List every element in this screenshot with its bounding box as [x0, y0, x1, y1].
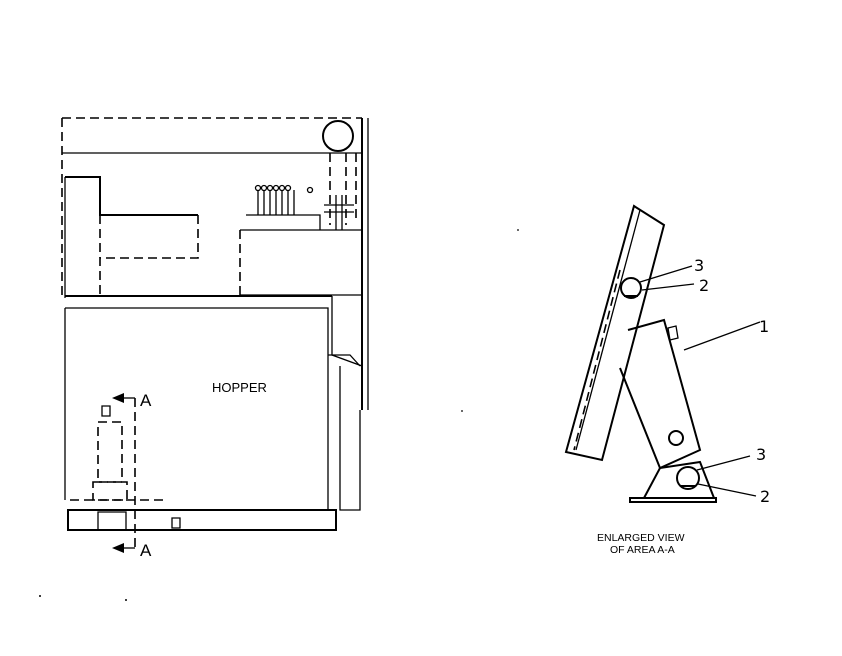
callout-leaders	[639, 265, 761, 497]
section-label-bottom: A	[140, 541, 152, 560]
machine-frame-outline	[61, 117, 369, 410]
hopper-label: HOPPER	[212, 380, 267, 395]
section-line-a-a: A A	[70, 391, 165, 560]
caption-line-2: OF AREA A-A	[610, 544, 675, 556]
upper-left-bracket	[64, 176, 199, 298]
caption-line-1: ENLARGED VIEW	[597, 532, 685, 544]
callout-2-lower: 2	[760, 487, 770, 506]
hopper-body	[64, 295, 363, 531]
enlarged-view: 3 2 1 3 2 ENLARGED VIEW OF AREA A-A	[564, 204, 770, 556]
pin-row	[254, 184, 314, 215]
pulley-circle	[322, 120, 357, 225]
bracket-hole	[668, 430, 684, 446]
callout-2-upper: 2	[699, 276, 709, 295]
section-arrow-bottom	[112, 543, 124, 553]
main-view: HOPPER A A	[39, 117, 519, 601]
support-bracket	[619, 318, 702, 470]
control-box	[239, 184, 362, 296]
base-plate	[629, 460, 717, 503]
hinged-frame-bar	[564, 204, 666, 462]
section-arrow-top	[112, 393, 124, 403]
callout-3-upper: 3	[694, 256, 704, 275]
valve-fitting	[324, 195, 354, 230]
lower-pin	[676, 466, 700, 490]
hidden-cylinder	[92, 405, 181, 531]
upper-pin	[620, 277, 642, 299]
callout-3-lower: 3	[756, 445, 766, 464]
callout-1: 1	[759, 317, 769, 336]
section-label-top: A	[140, 391, 152, 410]
